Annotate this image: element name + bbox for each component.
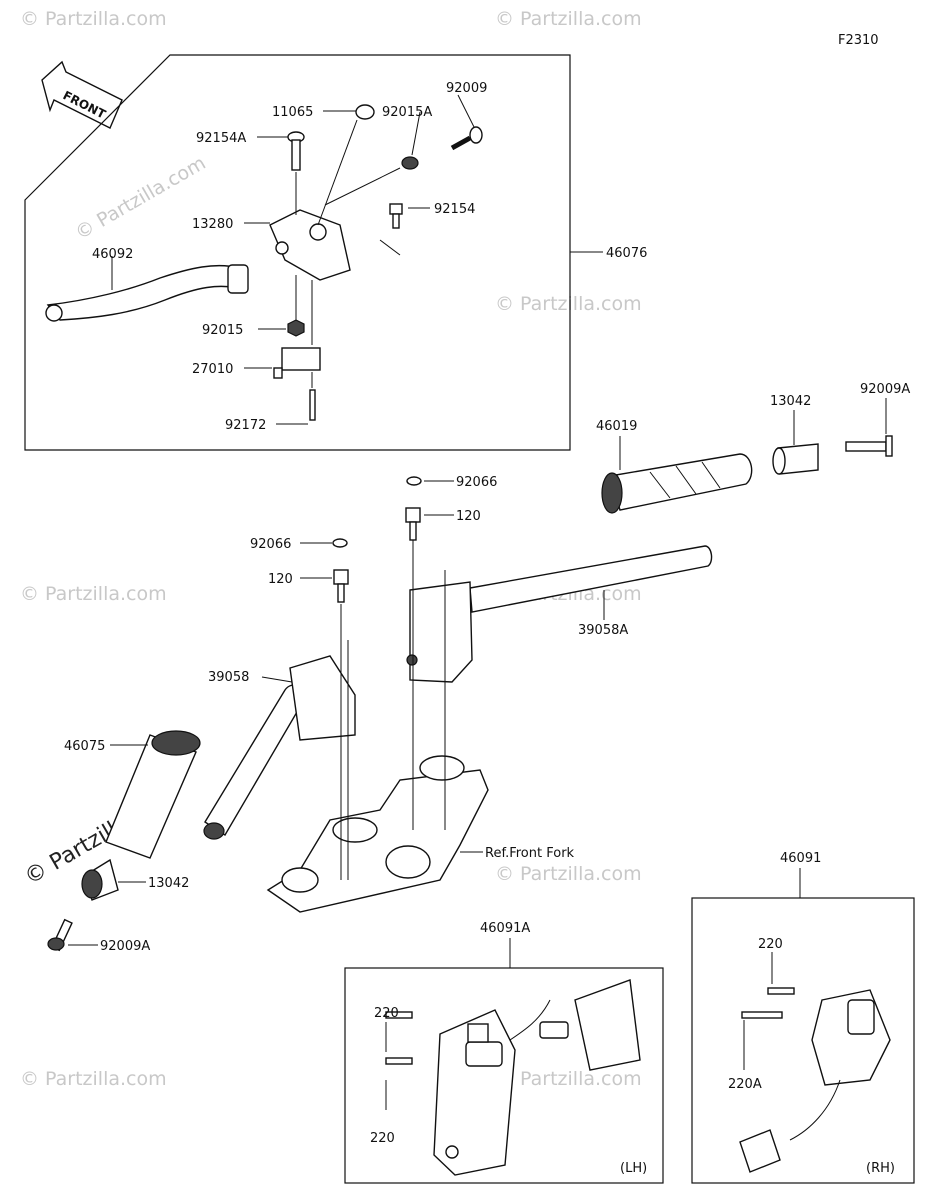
- switch-27010: [273, 347, 321, 379]
- right-grip-46019: [601, 453, 753, 514]
- triple-clamp: [266, 755, 489, 913]
- screw-92009: [450, 126, 483, 151]
- label-120-left: 120: [268, 572, 293, 587]
- bolt-92154: [389, 203, 403, 229]
- label-13042-left: 13042: [148, 876, 189, 891]
- nut-92015A: [401, 156, 419, 170]
- handlebar-39058: [203, 655, 356, 840]
- svg-text:© Partzilla.com: © Partzilla.com: [495, 8, 642, 30]
- bolt-92154A: [287, 131, 305, 171]
- label-46076: 46076: [606, 246, 647, 261]
- screw-92009A-left: [47, 918, 73, 952]
- label-ref-front-fork: Ref.Front Fork: [485, 846, 575, 861]
- watermark-group: © Partzilla.com © Partzilla.com © Partzi…: [20, 8, 642, 1090]
- nut-92015: [287, 319, 305, 337]
- lh-switch-box: [344, 967, 664, 1184]
- svg-text:© Partzilla.com: © Partzilla.com: [20, 1068, 167, 1090]
- screw-92009A-right: [845, 435, 893, 457]
- label-92154A: 92154A: [196, 131, 246, 146]
- figure-id: F2310: [838, 33, 879, 48]
- svg-text:© Partzilla.com: © Partzilla.com: [20, 583, 167, 605]
- svg-text:© Partzilla.com: © Partzilla.com: [495, 293, 642, 315]
- label-46092: 46092: [92, 247, 133, 262]
- label-46075: 46075: [64, 739, 105, 754]
- svg-text:© Partzilla.com: © Partzilla.com: [495, 1068, 642, 1090]
- svg-text:© Partzilla.com: © Partzilla.com: [495, 863, 642, 885]
- weight-13042-right: [772, 443, 819, 475]
- cap-11065: [355, 104, 375, 120]
- label-lh: (LH): [620, 1161, 647, 1176]
- label-92009: 92009: [446, 81, 487, 96]
- label-120-right: 120: [456, 509, 481, 524]
- rh-switch-housing: [739, 989, 891, 1173]
- lh-screws: [385, 1011, 413, 1065]
- left-grip-46075: [105, 730, 201, 859]
- label-39058: 39058: [208, 670, 249, 685]
- screw-92172: [309, 389, 316, 421]
- label-92066-right: 92066: [456, 475, 497, 490]
- rh-switch-box: [691, 897, 915, 1184]
- weight-13042-left: [81, 858, 119, 901]
- svg-text:© Partzilla.com: © Partzilla.com: [72, 152, 210, 244]
- label-92009A-right: 92009A: [860, 382, 910, 397]
- front-arrow: FRONT: [41, 60, 123, 129]
- label-220-lh-bottom: 220: [370, 1131, 395, 1146]
- bolt-120-right: [405, 507, 421, 541]
- label-11065: 11065: [272, 105, 313, 120]
- label-rh: (RH): [866, 1161, 895, 1176]
- lh-connector: [539, 979, 641, 1071]
- label-92066-left: 92066: [250, 537, 291, 552]
- label-92154: 92154: [434, 202, 475, 217]
- label-27010: 27010: [192, 362, 233, 377]
- label-220A: 220A: [728, 1077, 762, 1092]
- handlebar-39058A: [406, 545, 713, 683]
- label-39058A: 39058A: [578, 623, 628, 638]
- lh-switch-housing: [433, 999, 551, 1176]
- washer-92066-left: [332, 538, 348, 548]
- rh-screws: [741, 987, 795, 1019]
- washer-92066-right: [406, 476, 422, 486]
- label-46091A: 46091A: [480, 921, 530, 936]
- label-13280: 13280: [192, 217, 233, 232]
- label-92015: 92015: [202, 323, 243, 338]
- label-46091: 46091: [780, 851, 821, 866]
- label-46019: 46019: [596, 419, 637, 434]
- bolt-120-left: [333, 569, 349, 603]
- lever-holder: [269, 209, 351, 281]
- label-92009A-left: 92009A: [100, 939, 150, 954]
- label-220-lh-top: 220: [374, 1006, 399, 1021]
- label-92172: 92172: [225, 418, 266, 433]
- svg-text:© Partzilla.com: © Partzilla.com: [20, 8, 167, 30]
- label-92015A: 92015A: [382, 105, 432, 120]
- label-220-rh: 220: [758, 937, 783, 952]
- brake-lever: [45, 264, 249, 322]
- label-13042-right: 13042: [770, 394, 811, 409]
